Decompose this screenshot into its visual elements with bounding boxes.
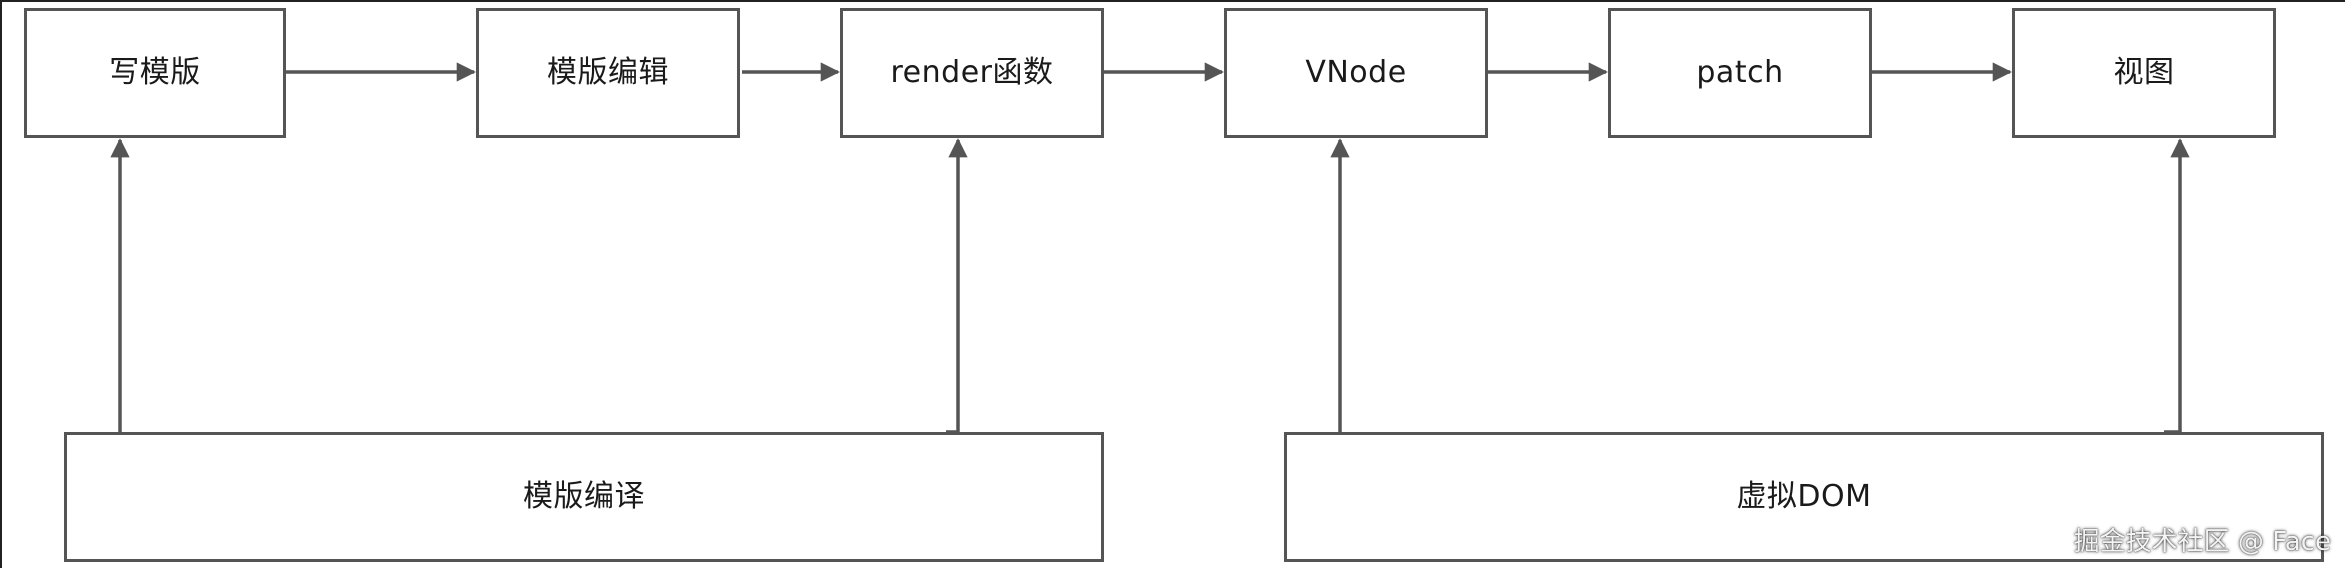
- node-template-compile: 模版编译: [64, 432, 1104, 562]
- node-vnode-label: VNode: [1305, 55, 1407, 90]
- watermark-text: 掘金技术社区 @ Face: [2073, 527, 2331, 557]
- node-template-compile-label: 模版编译: [523, 479, 645, 514]
- node-patch-label: patch: [1696, 55, 1784, 90]
- node-virtual-dom-label: 虚拟DOM: [1736, 479, 1872, 514]
- node-vnode: VNode: [1224, 8, 1488, 138]
- node-write-template: 写模版: [24, 8, 286, 138]
- node-template-edit-label: 模版编辑: [547, 55, 669, 90]
- node-template-edit: 模版编辑: [476, 8, 740, 138]
- node-render-function-label: render函数: [890, 55, 1054, 90]
- node-view: 视图: [2012, 8, 2276, 138]
- frame-left-line: [0, 0, 2, 568]
- node-render-function: render函数: [840, 8, 1104, 138]
- node-patch: patch: [1608, 8, 1872, 138]
- node-view-label: 视图: [2113, 55, 2175, 90]
- node-write-template-label: 写模版: [109, 55, 201, 90]
- edge-virtual-dom-to-view: [2164, 138, 2190, 434]
- edge-template-compile-to-render-function: [946, 138, 968, 434]
- frame-top-line: [0, 0, 2345, 2]
- node-virtual-dom: 虚拟DOM: [1284, 432, 2324, 562]
